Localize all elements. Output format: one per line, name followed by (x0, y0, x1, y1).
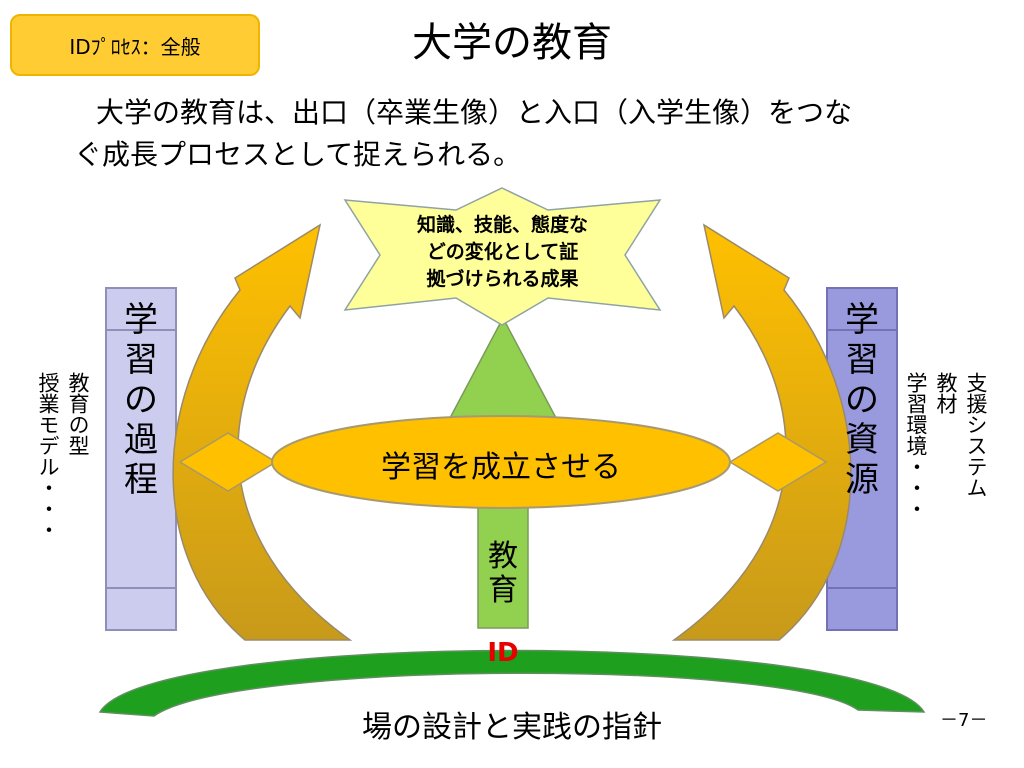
right-note-support-system: 支援システム (964, 372, 988, 498)
right-diamond (728, 432, 828, 492)
id-foundation-arc (98, 649, 926, 717)
left-curved-arrow (172, 223, 353, 641)
learning-resources-label: 学習の資源 (845, 300, 879, 500)
intro-line-1: 大学の教育は、出口（卒業生像）と入口（入学生像）をつな (96, 96, 853, 129)
outcome-star (343, 187, 662, 326)
outcome-line-1: 知識、技能、態度な (416, 214, 588, 236)
page-title: 大学の教育 (412, 20, 612, 66)
left-note-teaching-type: 教育の型 (66, 372, 90, 456)
education-arrow-label: 教育 (488, 539, 518, 608)
left-note-class-model: 授業モデル・・・ (36, 372, 60, 540)
learning-ellipse-label: 学習を成立させる (381, 450, 621, 485)
outcome-star-text: 知識、技能、態度な どの変化として証 拠づけられる成果 (385, 212, 620, 293)
intro-line-2: ぐ成長プロセスとして捉えられる。 (74, 138, 522, 171)
intro-text: 大学の教育は、出口（卒業生像）と入口（入学生像）をつな ぐ成長プロセスとして捉え… (74, 92, 954, 176)
outcome-line-2: どの変化として証 (426, 241, 579, 263)
learning-ellipse (271, 415, 731, 509)
page-number: －7－ (940, 710, 988, 731)
learning-process-column (105, 287, 177, 631)
process-tag-label: IDﾌﾟﾛｾｽ：全般 (69, 34, 201, 59)
outcome-line-3: 拠づけられる成果 (426, 268, 579, 290)
learning-process-label: 学習の過程 (124, 300, 158, 500)
process-tag: IDﾌﾟﾛｾｽ：全般 (10, 14, 260, 76)
right-note-materials: 教材 (934, 372, 958, 414)
id-label: ID (487, 638, 519, 668)
right-curved-arrow (671, 223, 852, 641)
right-note-environment: 学習環境・・・ (904, 372, 928, 519)
footer-label: 場の設計と実践の指針 (362, 710, 662, 745)
